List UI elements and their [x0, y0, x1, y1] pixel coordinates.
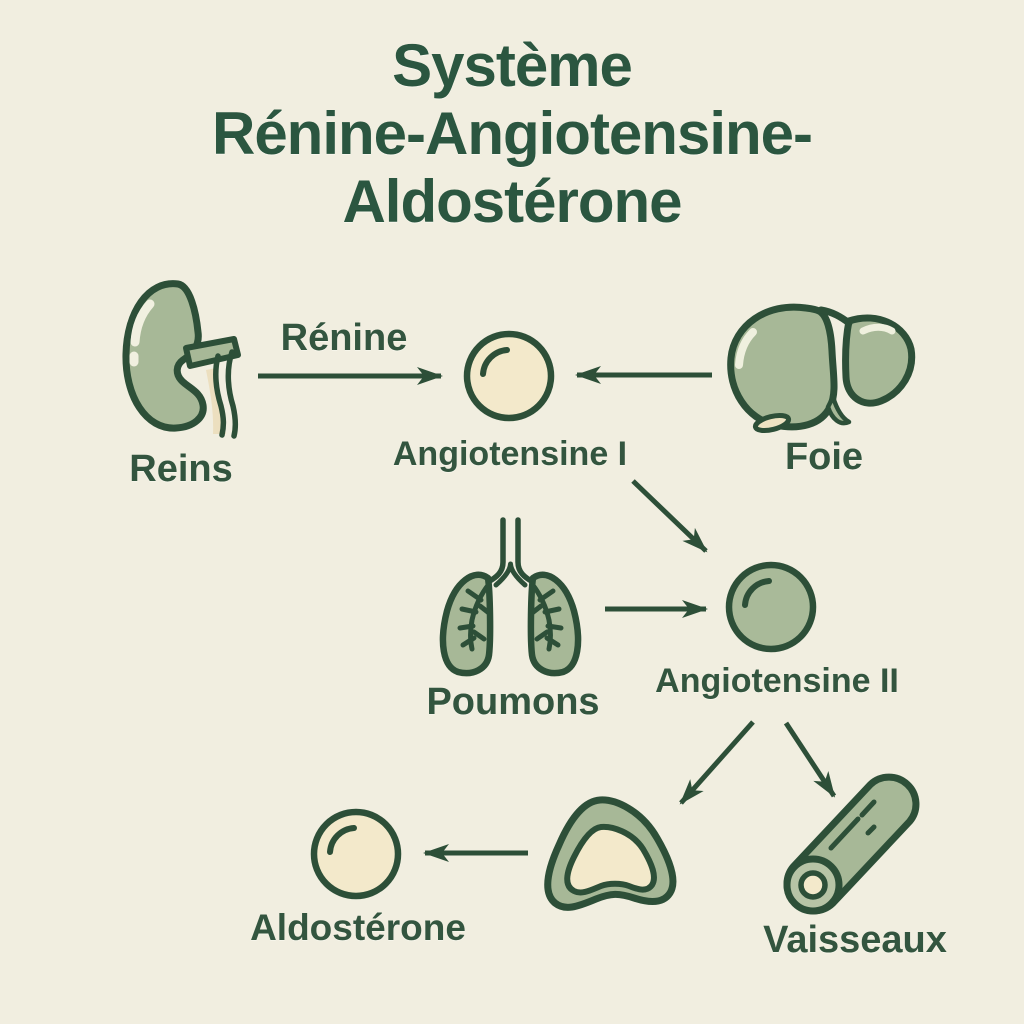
kidney-highlight [130, 299, 155, 347]
conversion-arrow [631, 479, 708, 553]
flow-arrows [258, 366, 837, 862]
liver-icon [727, 303, 916, 434]
liver-label: Foie [784, 436, 864, 478]
title-line-3: Aldostérone [342, 167, 682, 235]
gallbladder-shape [752, 412, 792, 434]
angiotensin1-label: Angiotensine I [392, 435, 628, 473]
blood-vessel-icon [783, 773, 920, 915]
vessel-lumen [798, 870, 828, 900]
aldosterone-label: Aldostérone [250, 907, 466, 948]
bronchial-tree [457, 581, 564, 652]
aldosterone-circle [310, 808, 402, 900]
angiotensin1-circle [463, 330, 555, 422]
lungs-icon [439, 517, 582, 677]
title-line-1: Système [392, 32, 633, 99]
title-line-2: Rénine-Angiotensine- [211, 99, 813, 167]
adrenal-arrow [679, 720, 755, 805]
angiotensin2-label: Angiotensine II [655, 662, 899, 700]
kidney-icon [122, 280, 241, 439]
vessel-arrow [783, 721, 837, 798]
angiotensin2-circle [725, 561, 817, 653]
liver-highlight [735, 328, 757, 369]
kidneys-label: Reins [129, 448, 233, 490]
page-title: Système Rénine-Angiotensine- Aldostérone [0, 32, 1024, 235]
vessels-label: Vaisseaux [763, 919, 947, 961]
lungs-label: Poumons [426, 681, 600, 723]
adrenal-gland-icon [544, 796, 677, 911]
renin-label: Rénine [280, 317, 408, 359]
vessel-streaks [828, 799, 877, 851]
